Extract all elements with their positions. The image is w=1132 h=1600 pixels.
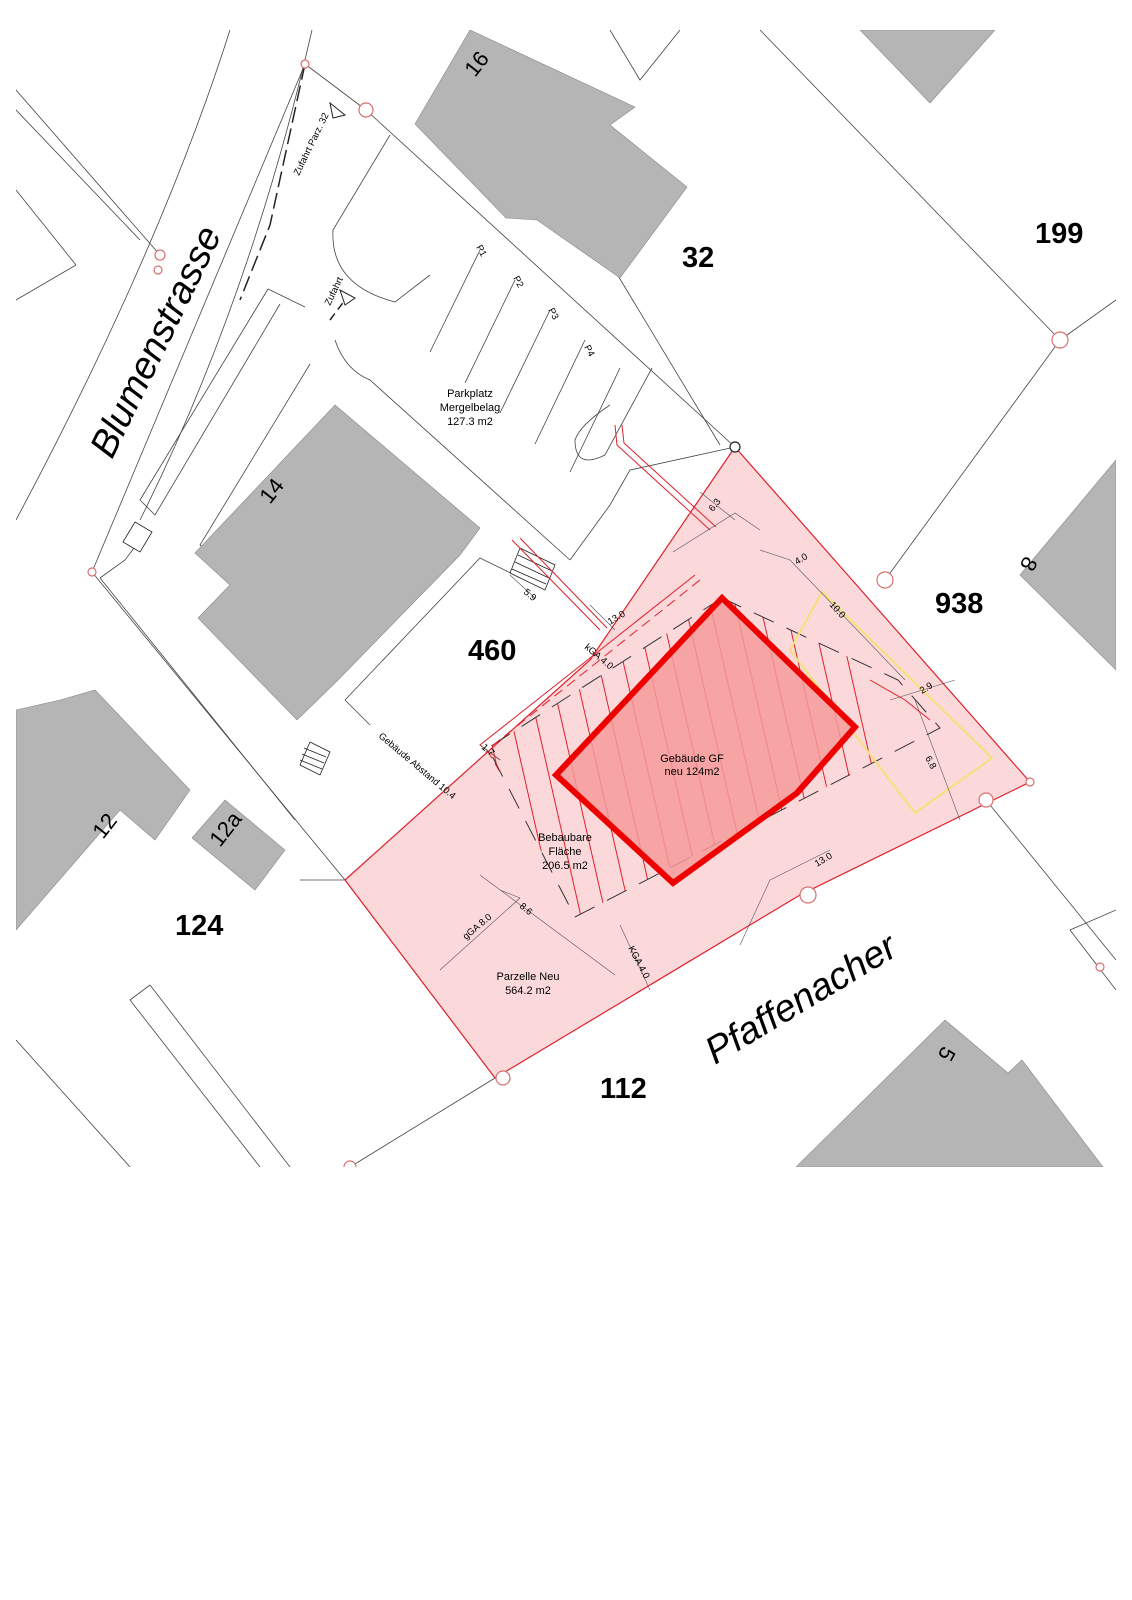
building-14 bbox=[194, 404, 481, 721]
parking-spot-p1: P1 bbox=[473, 243, 488, 258]
existing-buildings bbox=[16, 30, 1116, 1167]
boundary-points bbox=[87, 59, 1105, 1167]
parcel-number-938: 938 bbox=[935, 588, 983, 620]
new-building-label-line1: Gebäude GF bbox=[660, 753, 724, 765]
parcel-number-199: 199 bbox=[1035, 218, 1083, 250]
dim-6-8: 6.8 bbox=[922, 754, 938, 771]
new-building-label-line2: neu 124m2 bbox=[664, 766, 719, 778]
parking-label: Parkplatz Mergelbelag 127.3 m2 bbox=[440, 388, 501, 428]
buildable-area-label-line3: 206.5 m2 bbox=[542, 860, 588, 872]
parcel-number-112: 112 bbox=[600, 1073, 647, 1105]
yellow-outline bbox=[788, 590, 994, 815]
parking-label-line2: Mergelbelag bbox=[440, 402, 501, 414]
building-12a bbox=[191, 799, 286, 891]
access-line-red bbox=[511, 424, 717, 631]
parcel-new-label: Parzelle Neu 564.2 m2 bbox=[497, 971, 560, 997]
parking-spot-p4: P4 bbox=[581, 343, 596, 358]
building-12 bbox=[16, 689, 191, 931]
dim-gebaeude-abstand: Gebäude Abstand 10.4 bbox=[376, 731, 458, 802]
parking-spot-p3: P3 bbox=[545, 306, 560, 321]
building-5 bbox=[795, 1019, 1104, 1167]
building-16 bbox=[414, 30, 688, 279]
street-label-pfaffenacher: Pfaffenacher bbox=[698, 925, 905, 1073]
access-label-parz32: Zufahrt Parz. 32 bbox=[292, 111, 332, 177]
parcel-number-460: 460 bbox=[468, 635, 516, 667]
dim-5-9: 5.9 bbox=[521, 587, 538, 604]
parcel-number-32: 32 bbox=[682, 242, 714, 274]
building-top-right bbox=[859, 30, 996, 104]
buildable-area-label-line1: Bebaubare bbox=[538, 832, 592, 844]
parcel-number-124: 124 bbox=[175, 910, 223, 942]
parking-label-line1: Parkplatz bbox=[447, 388, 493, 400]
stairs bbox=[122, 521, 556, 776]
parking-label-line3: 127.3 m2 bbox=[447, 416, 493, 428]
new-building bbox=[551, 593, 860, 887]
access-path-dashed bbox=[239, 63, 306, 301]
parcel-new-label-line2: 564.2 m2 bbox=[505, 985, 551, 997]
parking-spot-p2: P2 bbox=[510, 274, 525, 289]
new-building-label: Gebäude GF neu 124m2 bbox=[660, 753, 724, 778]
building-8 bbox=[1019, 459, 1116, 671]
parcel-new-label-line1: Parzelle Neu bbox=[497, 971, 560, 983]
buildable-area-label: Bebaubare Fläche 206.5 m2 bbox=[538, 832, 592, 872]
buildable-area-label-line2: Fläche bbox=[548, 846, 581, 858]
dimension-lines bbox=[439, 491, 961, 991]
buildable-area-outline bbox=[487, 597, 941, 918]
